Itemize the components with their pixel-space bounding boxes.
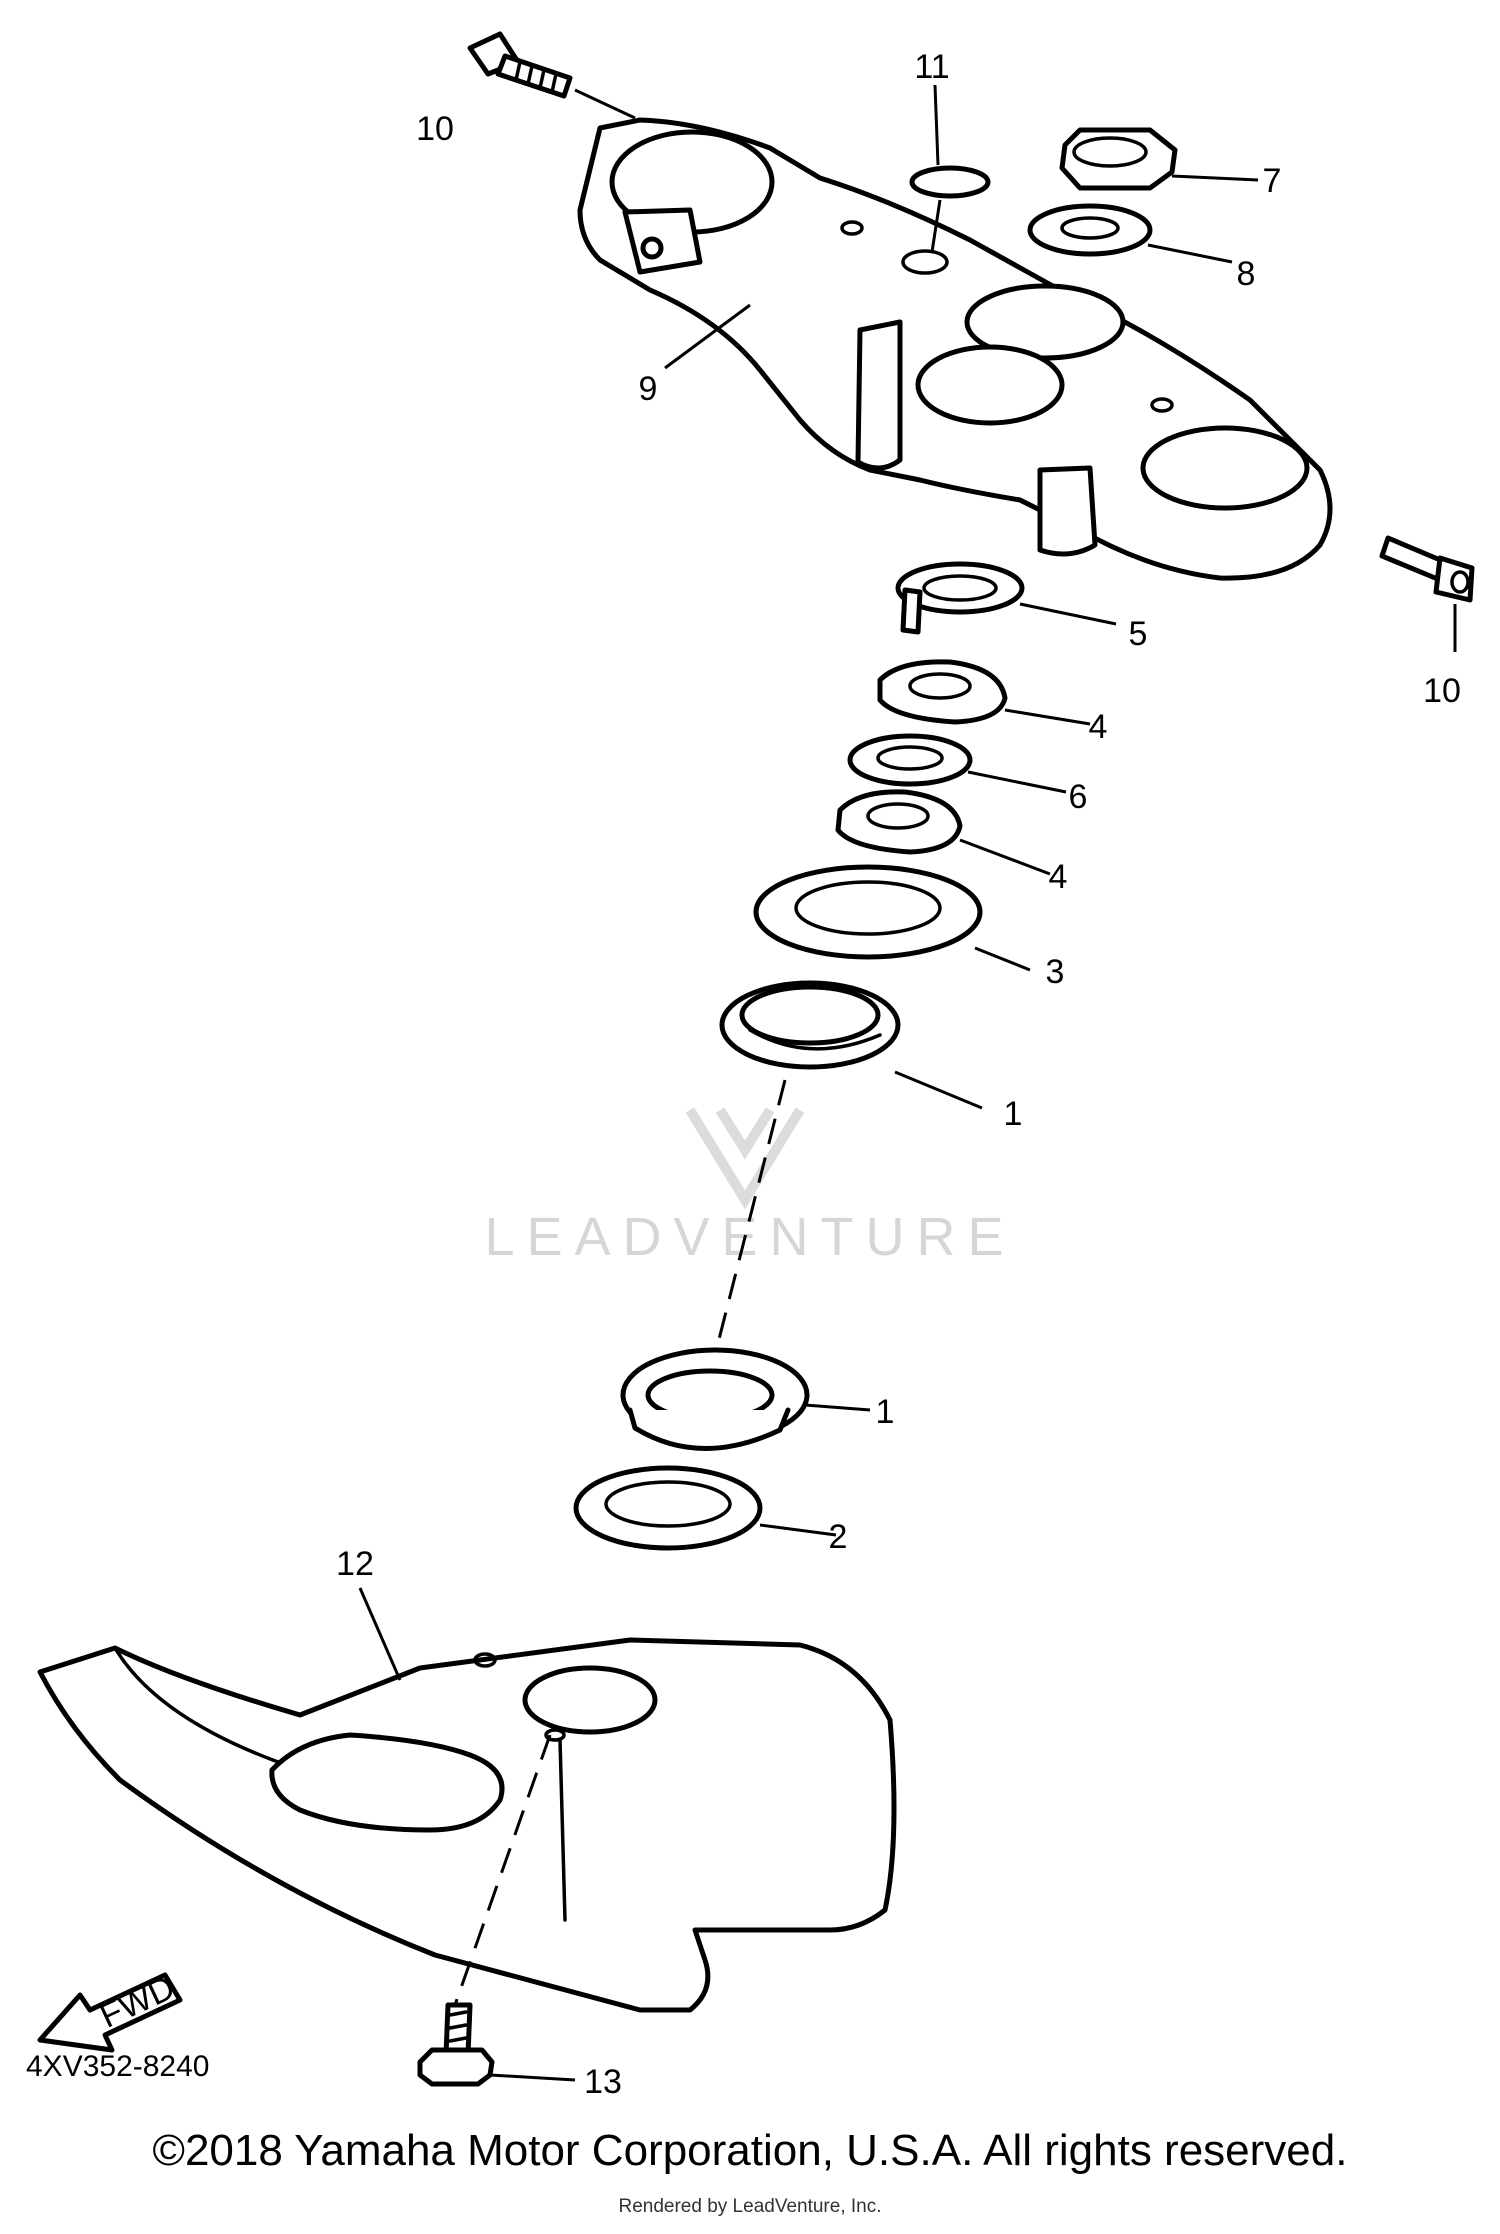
callout-1-lower: 1 [876,1393,895,1431]
leader-6 [967,770,1067,794]
callout-1-upper: 1 [1004,1095,1023,1133]
callout-13: 13 [584,2063,622,2101]
leader-4-upper [1004,708,1091,726]
part-4-ring-nut-lower [835,789,963,855]
part-3-bearing-cover [753,864,983,960]
leader-1-upper [894,1070,983,1110]
leadventure-watermark: LEADVENTURE [484,1107,1004,1267]
diagram-reference-code: 4XV352-8240 [26,2050,210,2083]
part-10-bolt-right [1379,535,1475,603]
leader-10-left [574,88,636,120]
leader-3 [974,946,1031,972]
part-9-upper-bracket [577,117,1333,581]
part-1-bearing-upper [719,980,901,1070]
leader-13 [489,2073,576,2082]
part-13-flange-bolt [417,2002,495,2087]
leader-8 [1147,243,1233,264]
leader-11 [933,84,940,166]
part-6-washer [847,733,973,787]
callout-7: 7 [1263,162,1282,200]
leader-11b [930,199,942,253]
callout-12: 12 [336,1545,374,1583]
leader-1-lower [804,1403,871,1412]
leader-9 [664,303,751,370]
callout-5: 5 [1129,615,1148,653]
part-10-bolt-upper-left [467,31,573,99]
part-1-bearing-lower [620,1347,810,1451]
leader-7 [1171,174,1259,182]
callout-9: 9 [639,370,658,408]
callout-4-lower: 4 [1049,858,1068,896]
fwd-arrow-icon: FWD [37,1968,183,2053]
bolt-axis-line [453,1734,552,2006]
callout-4-upper: 4 [1089,708,1108,746]
part-12-under-bracket [37,1637,897,2013]
copyright-notice: ©2018 Yamaha Motor Corporation, U.S.A. A… [152,2126,1348,2175]
part-8-washer [1027,203,1153,257]
part-2-dust-seal [573,1465,763,1551]
callout-10-right: 10 [1423,672,1461,710]
callout-6: 6 [1069,778,1088,816]
fwd-label: FWD [94,1968,180,2035]
part-11-washer [909,165,991,199]
callout-3: 3 [1046,953,1065,991]
leader-2 [759,1523,837,1537]
callout-2: 2 [829,1518,848,1556]
leader-12 [358,1587,402,1681]
part-5-lock-washer [895,561,1025,635]
watermark-logo-icon [685,1107,805,1210]
part-7-nut [1059,127,1178,191]
callout-10-left: 10 [416,110,454,148]
rendered-by-credit: Rendered by LeadVenture, Inc. [618,2196,882,2217]
leader-5 [1019,602,1117,626]
stem-axis-line [713,1079,787,1356]
callout-8: 8 [1237,255,1256,293]
part-4-ring-nut-upper [877,659,1008,725]
leader-4-lower [959,838,1051,876]
callout-11: 11 [914,48,949,86]
